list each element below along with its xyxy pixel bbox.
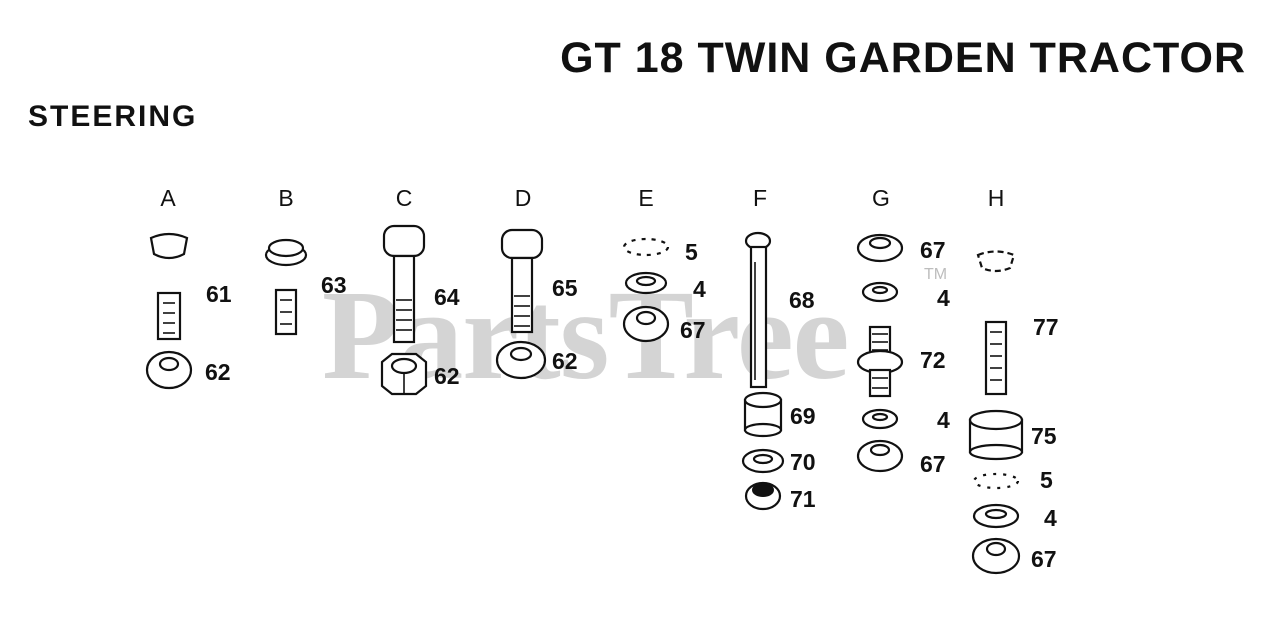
- part-72-stud: [856, 325, 904, 398]
- column-label-c: C: [395, 185, 413, 211]
- part-62-nut: [145, 350, 193, 390]
- part-67-nut-e: [622, 305, 670, 343]
- part-number-4-h: 4: [1044, 505, 1057, 531]
- part-5-washer-h: [972, 472, 1020, 490]
- part-62-nut-c: [380, 352, 428, 396]
- part-number-5-h: 5: [1040, 467, 1053, 493]
- part-number-71: 71: [790, 486, 816, 512]
- part-number-69: 69: [790, 403, 816, 429]
- part-number-67-e: 67: [680, 317, 706, 343]
- part-77-shaft: [976, 250, 1016, 396]
- part-4-lockwasher-g-bottom: [861, 408, 899, 430]
- part-71-nut: [744, 481, 782, 511]
- part-number-70: 70: [790, 449, 816, 475]
- column-label-d: D: [514, 185, 532, 211]
- part-68-pin: [744, 231, 772, 389]
- part-number-65: 65: [552, 275, 578, 301]
- part-4-lockwasher-g-top: [861, 281, 899, 303]
- part-number-67-g-bottom: 67: [920, 451, 946, 477]
- part-number-4-e: 4: [693, 276, 706, 302]
- part-number-62-d: 62: [552, 348, 578, 374]
- part-number-67-g-top: 67: [920, 237, 946, 263]
- part-63-bolt: [264, 238, 308, 336]
- column-label-e: E: [638, 185, 654, 211]
- column-label-f: F: [752, 185, 768, 211]
- part-number-67-h: 67: [1031, 546, 1057, 572]
- part-67-nut-h: [971, 537, 1021, 575]
- part-67-nut-g-top: [856, 233, 904, 263]
- part-number-62-c: 62: [434, 363, 460, 389]
- page-title: GT 18 TWIN GARDEN TRACTOR: [560, 34, 1246, 82]
- column-label-a: A: [160, 185, 176, 211]
- part-number-4-g-bottom: 4: [937, 407, 950, 433]
- part-75-spacer: [968, 409, 1024, 461]
- part-number-77: 77: [1033, 314, 1059, 340]
- watermark-trademark: TM: [924, 266, 948, 283]
- part-number-61: 61: [206, 281, 232, 307]
- part-67-nut-g-bottom: [856, 439, 904, 473]
- part-number-64: 64: [434, 284, 460, 310]
- section-title: STEERING: [28, 100, 198, 133]
- column-label-b: B: [278, 185, 294, 211]
- part-number-72: 72: [920, 347, 946, 373]
- part-number-63: 63: [321, 272, 347, 298]
- part-4-lockwasher-h: [972, 503, 1020, 529]
- part-number-75: 75: [1031, 423, 1057, 449]
- part-number-5-e: 5: [685, 239, 698, 265]
- part-64-bolt: [382, 224, 426, 344]
- part-70-washer: [741, 448, 785, 474]
- column-label-h: H: [987, 185, 1005, 211]
- part-4-lockwasher-e: [624, 271, 668, 295]
- part-number-62-a: 62: [205, 359, 231, 385]
- part-5-washer-e: [622, 237, 670, 257]
- part-62-nut-d: [495, 340, 547, 380]
- part-number-68: 68: [789, 287, 815, 313]
- part-61-screw: [149, 232, 189, 341]
- part-69-bushing: [743, 391, 783, 438]
- column-label-g: G: [872, 185, 890, 211]
- part-number-4-g-top: 4: [937, 285, 950, 311]
- part-65-bolt: [500, 228, 544, 334]
